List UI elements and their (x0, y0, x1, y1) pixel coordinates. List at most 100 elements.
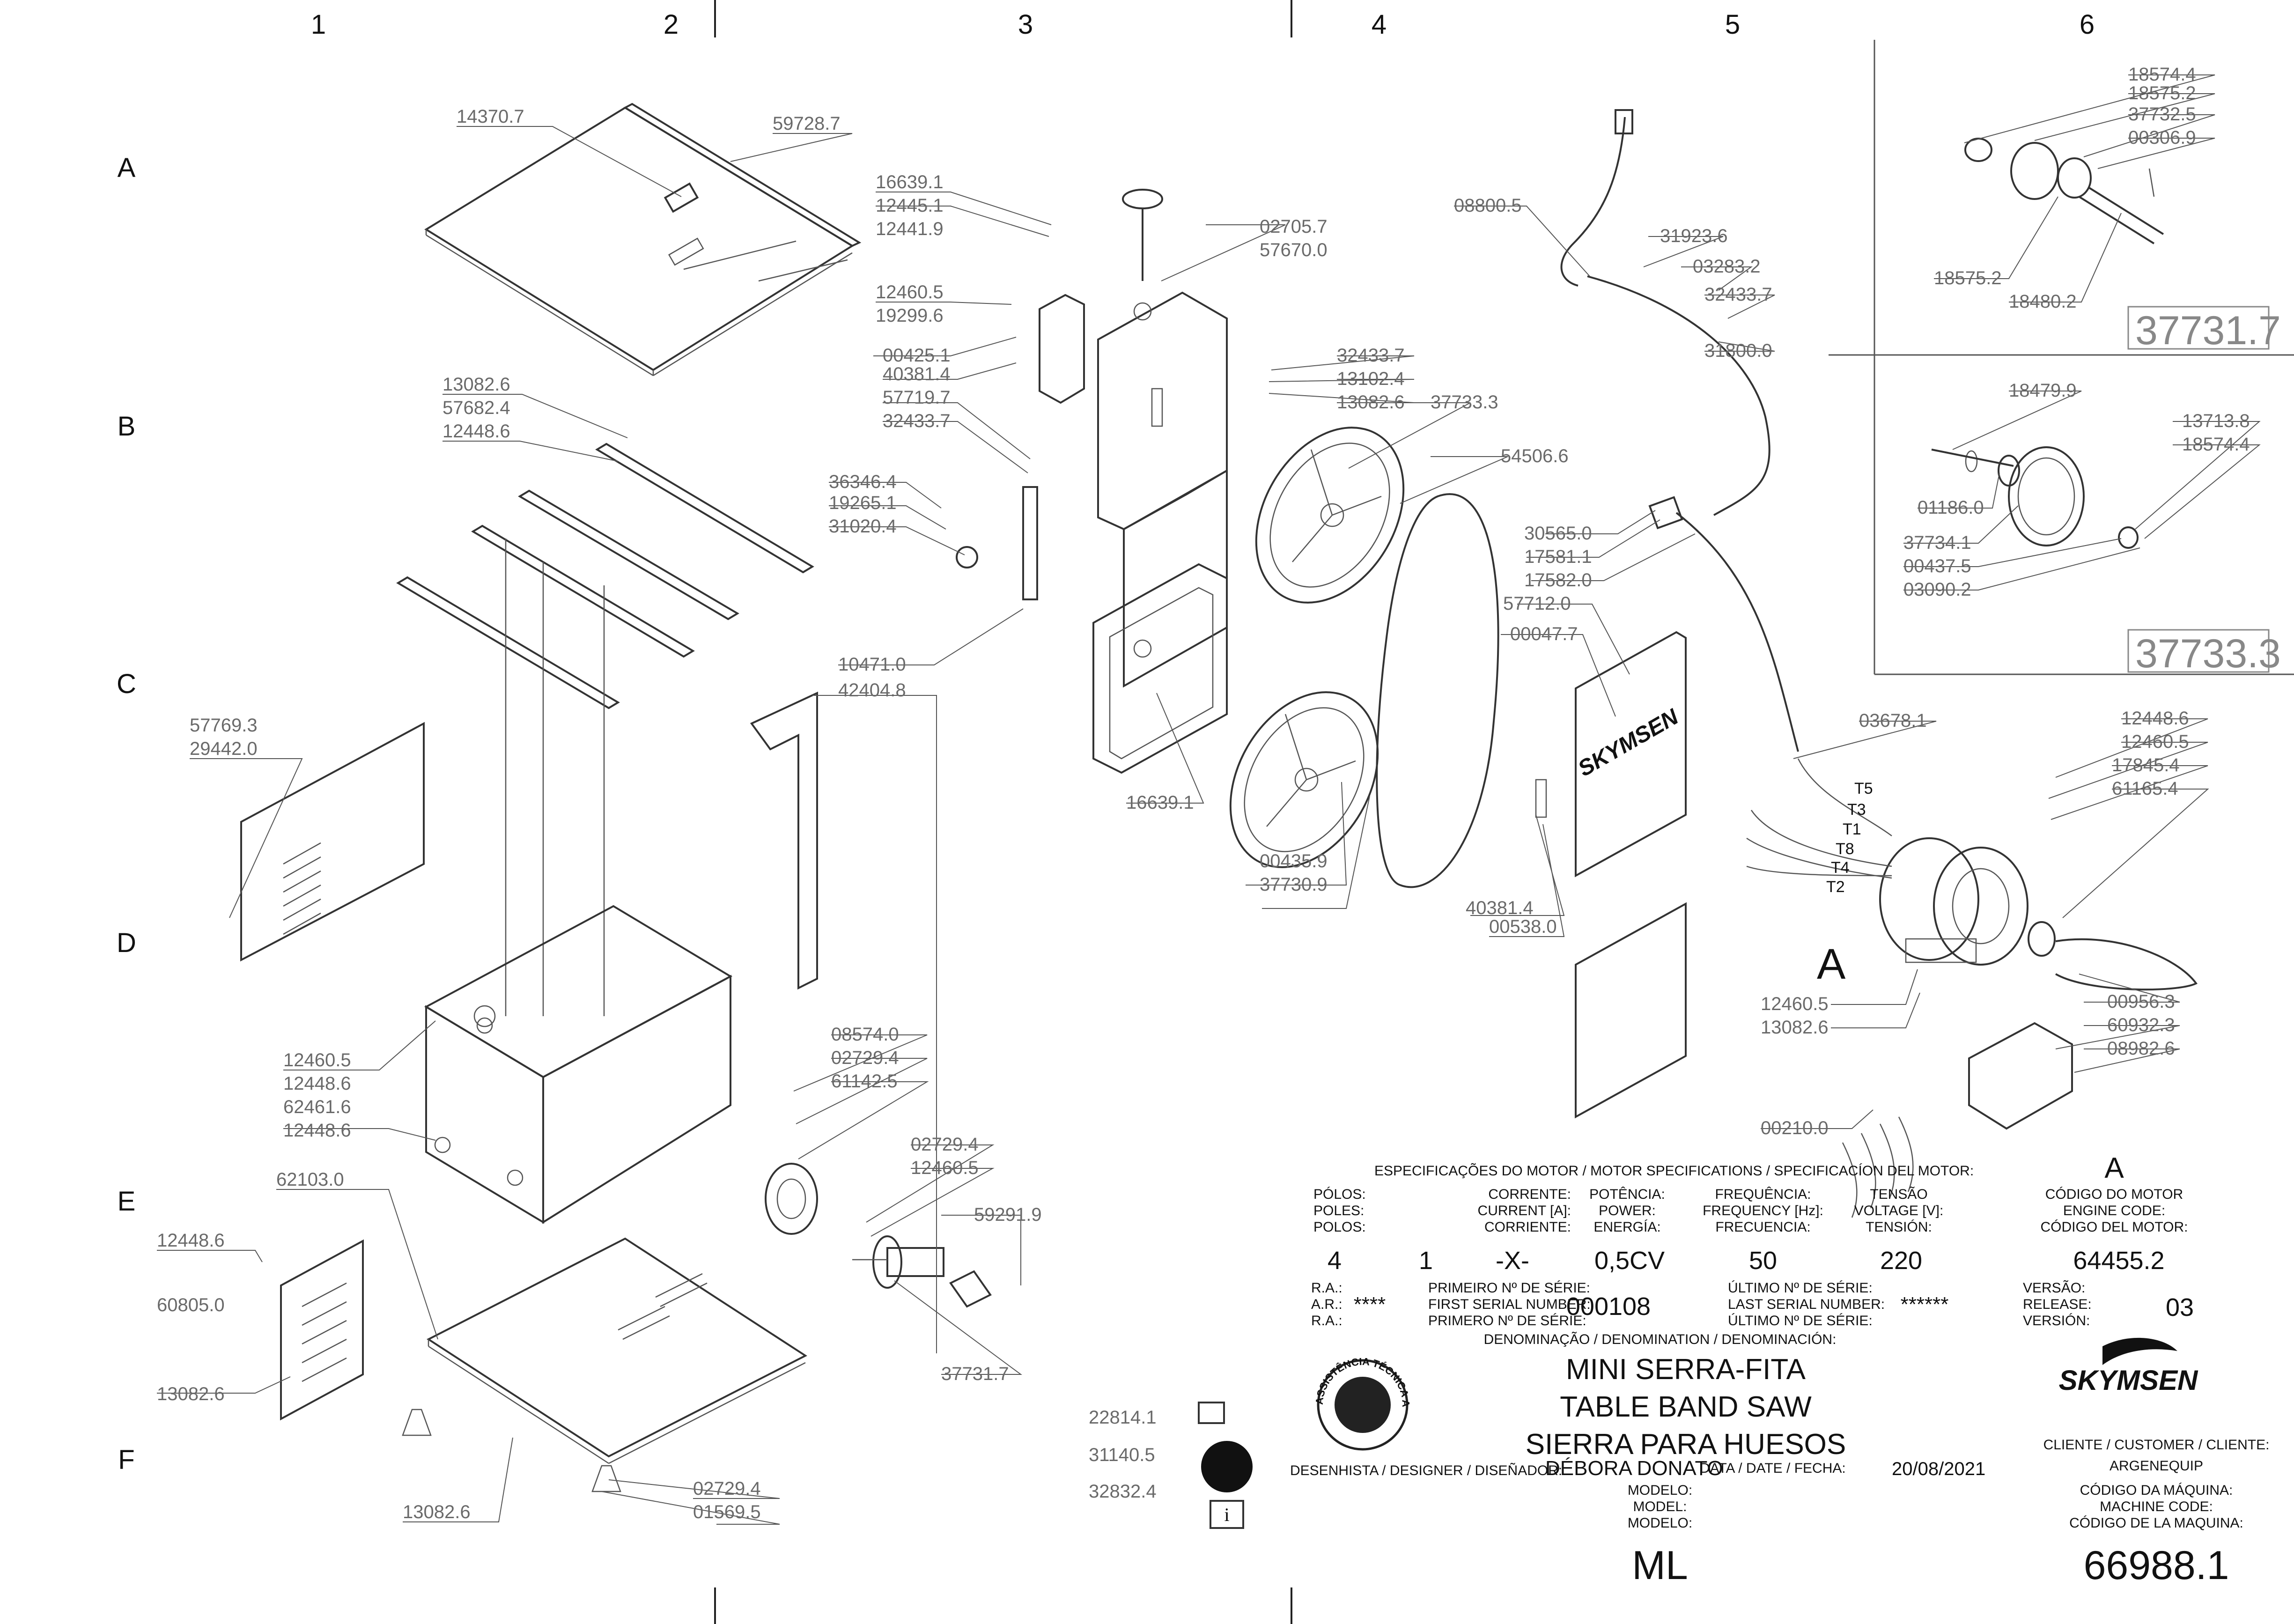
callout-14370-7: 14370.7 (457, 106, 524, 127)
blade-tension-knob (1122, 189, 1163, 281)
callout-40381-4: 40381.4 (883, 364, 951, 384)
last-serial-value: ****** (1901, 1293, 1949, 1316)
power-label-pt: POTÊNCIA: (1589, 1187, 1665, 1202)
detail-upper-shaft (1964, 138, 2164, 244)
callout-13082-6: 13082.6 (1761, 1017, 1829, 1038)
voltage-label-es: TENSIÓN: (1866, 1219, 1932, 1235)
callout-02729-4: 02729.4 (911, 1134, 979, 1155)
callout-32433-7: 32433.7 (1704, 284, 1772, 305)
model-label-pt: MODELO: (1628, 1483, 1692, 1498)
callout-57769-3: 57769.3 (190, 715, 258, 736)
current-value: -X- (1496, 1247, 1529, 1275)
terminal-t3: T3 (1847, 801, 1866, 819)
callout-08800-5: 08800.5 (1454, 195, 1522, 216)
callout-57682-4: 57682.4 (443, 398, 510, 418)
grid-row-d: D (117, 928, 136, 958)
callout-00210-0: 00210.0 (1761, 1118, 1829, 1138)
phase-value: 1 (1419, 1247, 1433, 1275)
callout-02729-4: 02729.4 (693, 1478, 761, 1499)
engine-code-label-es: CÓDIGO DEL MOTOR: (2040, 1219, 2188, 1235)
callout-00956-3: 00956.3 (2107, 991, 2175, 1012)
blade-guard-rod (750, 691, 818, 990)
svg-text:SKYMSEN: SKYMSEN (1574, 704, 1683, 782)
callout-36346-4: 36346.4 (829, 472, 897, 492)
callout-03283-2: 03283.2 (1693, 256, 1761, 277)
grid-row-f: F (118, 1445, 134, 1475)
guide-bracket (956, 486, 1038, 600)
ra-value: **** (1354, 1293, 1386, 1316)
callout-12448-6: 12448.6 (283, 1120, 351, 1141)
callout-57712-0: 57712.0 (1503, 593, 1571, 614)
callout-59291-9: 59291.9 (974, 1204, 1042, 1225)
side-vent-panel (240, 722, 425, 962)
machine-code-label-es: CÓDIGO DE LA MAQUINA: (2069, 1515, 2243, 1531)
callout-01569-5: 01569.5 (693, 1502, 761, 1522)
power-cord (1560, 109, 1770, 516)
callout-17582-0: 17582.0 (1524, 570, 1592, 591)
first-serial-value: 000108 (1566, 1292, 1651, 1321)
callout-37730-9: 37730.9 (1260, 874, 1328, 895)
version-value: 03 (2166, 1293, 2194, 1321)
first-serial-label-en: FIRST SERIAL NUMBER: (1428, 1297, 1591, 1312)
grid-row-a: A (118, 153, 136, 183)
current-label-pt: CORRENTE: (1488, 1187, 1571, 1202)
callout-16639-1: 16639.1 (1126, 792, 1194, 813)
callout-22814-1: 22814.1 (1089, 1407, 1157, 1428)
callout-29442-0: 29442.0 (190, 738, 258, 759)
base-plate (402, 1237, 807, 1492)
arrow-label-icon (1198, 1402, 1225, 1424)
table-top (424, 103, 862, 376)
rear-vent-cover (280, 1239, 364, 1421)
denomination-es: SIERRA PARA HUESOS (1526, 1428, 1846, 1461)
model-label-en: MODEL: (1633, 1499, 1687, 1514)
callout-32433-7: 32433.7 (1337, 345, 1405, 366)
power-value: 0,5CV (1594, 1247, 1665, 1275)
switch-box (1648, 496, 1799, 752)
callout-61165-4: 61165.4 (2112, 778, 2178, 799)
callout-32433-7: 32433.7 (883, 411, 951, 431)
frequency-label-pt: FREQUÊNCIA: (1715, 1187, 1811, 1202)
callout-31800-0: 31800.0 (1704, 340, 1772, 361)
denomination-label: DENOMINAÇÃO / DENOMINATION / DENOMINACIÓ… (1484, 1331, 1837, 1347)
engine-code-label-pt: CÓDIGO DO MOTOR (2045, 1187, 2183, 1202)
callout-01186-0: 01186.0 (1918, 497, 1984, 518)
ra-label-en: A.R.: (1311, 1297, 1342, 1312)
date-label: DATA / DATE / FECHA: (1700, 1461, 1846, 1476)
upper-frame-column (1039, 291, 1228, 688)
terminal-t4: T4 (1831, 859, 1850, 877)
callout-32832-4: 32832.4 (1089, 1481, 1157, 1502)
model-label-es: MODELO: (1628, 1515, 1692, 1531)
callout-13102-4: 13102.4 (1337, 369, 1405, 389)
warning-disc-icon (1201, 1441, 1253, 1492)
motor-spec-letter: A (2104, 1152, 2124, 1184)
frequency-value: 50 (1749, 1247, 1777, 1275)
terminal-t1: T1 (1843, 820, 1861, 838)
callout-13082-6: 13082.6 (403, 1502, 471, 1522)
callout-03678-1: 03678.1 (1859, 710, 1927, 731)
callout-12460-5: 12460.5 (876, 282, 944, 303)
voltage-label-en: VOLTAGE [V]: (1854, 1203, 1944, 1218)
poles-label-en: POLES: (1313, 1203, 1364, 1218)
current-label-es: CORRIENTE: (1484, 1219, 1571, 1235)
svg-text:SKYMSEN: SKYMSEN (2059, 1365, 2198, 1396)
grid-row-b: B (118, 411, 136, 442)
callout-60805-0: 60805.0 (157, 1295, 225, 1315)
voltage-label-pt: TENSÃO (1870, 1186, 1927, 1202)
callout-08982-6: 08982.6 (2107, 1038, 2175, 1059)
callout-12460-5: 12460.5 (1761, 994, 1829, 1014)
detail-box-37733-3: 37733.3 (2135, 631, 2281, 676)
grid-col-4: 4 (1372, 9, 1387, 40)
callout-12448-6: 12448.6 (443, 421, 510, 442)
part-callouts: 14370.7 59728.7 13082.6 57682.4 12448.6 … (157, 64, 2281, 1525)
callout-02705-7: 02705.7 (1260, 216, 1328, 237)
callout-00047-7: 00047.7 (1510, 624, 1578, 644)
callout-12460-5: 12460.5 (2121, 731, 2189, 752)
callout-54506-6: 54506.6 (1501, 446, 1569, 466)
ra-label-es: R.A.: (1311, 1313, 1342, 1329)
skymsen-logo-on-cover: SKYMSEN (1574, 704, 1683, 782)
version-label-es: VERSIÓN: (2023, 1313, 2090, 1329)
poles-value: 4 (1328, 1247, 1342, 1275)
blade-cover (1535, 631, 1687, 1119)
lower-frame-box (1092, 563, 1228, 774)
